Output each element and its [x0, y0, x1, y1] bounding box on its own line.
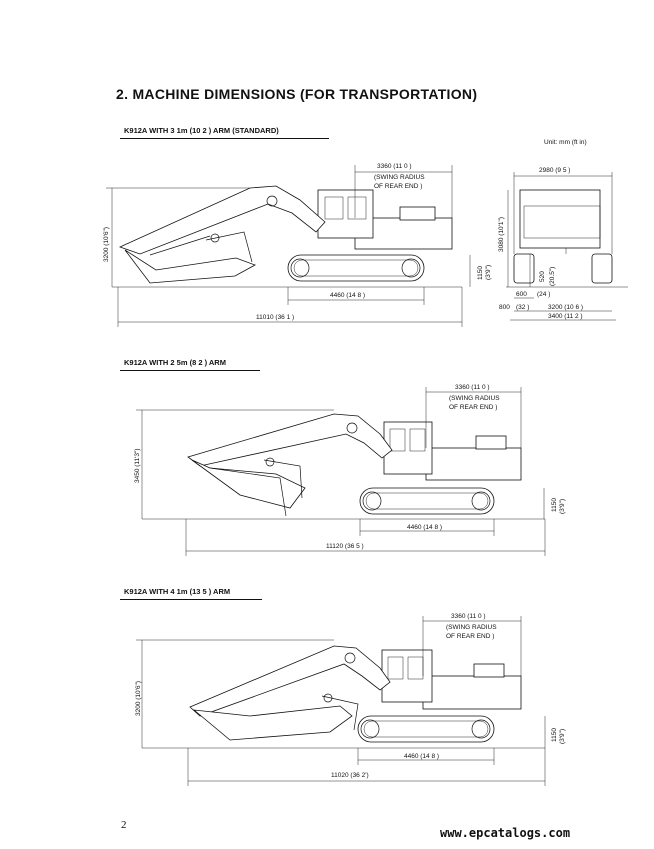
track-height-2: 1150 — [551, 498, 558, 512]
swing-radius-2: 3360 (11 0 ) — [455, 384, 490, 391]
track-height-ft-3: (3'9") — [559, 729, 566, 744]
rear-view-drawing — [506, 189, 628, 288]
rear-view-dimension-lines — [507, 172, 616, 321]
swing-radius-1: 3360 (11 0 ) — [377, 163, 412, 170]
section-3-subtitle: K912A WITH 4 1m (13 5 ) ARM — [124, 587, 231, 596]
overall-length-1: 11010 (36 1 ) — [256, 314, 294, 321]
height-3: 3200 (10'6") — [135, 681, 142, 716]
rear-shoe: 600 — [516, 291, 527, 298]
swing-label-2a: (SWING RADIUS — [449, 395, 500, 402]
track-length-3: 4460 (14 8 ) — [404, 753, 439, 760]
section-1-underline — [120, 138, 329, 139]
track-length-2: 4460 (14 8 ) — [407, 524, 442, 531]
swing-label-3a: (SWING RADIUS — [446, 624, 497, 631]
section-2-underline — [120, 370, 260, 371]
rear-clearance: 520 — [539, 271, 546, 282]
watermark-link[interactable]: www.epcatalogs.com — [440, 826, 571, 840]
overall-length-3: 11020 (36 2') — [331, 772, 369, 779]
swing-radius-3: 3360 (11 0 ) — [451, 613, 486, 620]
track-height-ft-2: (3'9") — [559, 499, 566, 514]
rear-height: 3080 (10'1") — [498, 217, 505, 252]
section-3-underline — [120, 599, 262, 600]
dimension-lines-2 — [136, 387, 546, 556]
track-length-1: 4460 (14 8 ) — [330, 292, 365, 299]
rear-gauge: 3200 (10 6 ) — [548, 304, 583, 311]
excavator-drawing-3 — [142, 645, 545, 749]
swing-label-3b: OF REAR END ) — [446, 633, 494, 640]
excavator-drawing-1 — [112, 185, 462, 288]
rear-clearance-ft: (20.5") — [549, 267, 556, 286]
dimension-lines-3 — [136, 616, 546, 786]
track-height-1: 1150 — [477, 266, 484, 280]
track-height-3: 1150 — [551, 728, 558, 742]
page-title: 2. MACHINE DIMENSIONS (FOR TRANSPORTATIO… — [116, 86, 478, 102]
rear-shoe-ft: (24 ) — [537, 291, 550, 298]
section-2-subtitle: K912A WITH 2 5m (8 2 ) ARM — [124, 358, 226, 367]
swing-label-2b: OF REAR END ) — [449, 404, 497, 411]
height-1: 3200 (10'6") — [103, 227, 110, 262]
unit-note: Unit: mm (ft in) — [544, 139, 587, 146]
swing-label-1a: (SWING RADIUS — [374, 174, 425, 181]
section-1-subtitle: K912A WITH 3 1m (10 2 ) ARM (STANDARD) — [124, 126, 279, 135]
dimension-lines-1 — [106, 165, 471, 327]
excavator-drawing-2 — [142, 413, 545, 520]
rear-overall-width: 3400 (11 2 ) — [548, 313, 583, 320]
track-height-ft-1: (3'9") — [485, 265, 492, 280]
rear-width: 2980 (9 5 ) — [539, 167, 570, 174]
page-number: 2 — [121, 819, 127, 831]
rear-shoe2: 800 — [499, 304, 510, 311]
swing-label-1b: OF REAR END ) — [374, 183, 422, 190]
height-2: 3450 (11'3") — [134, 448, 141, 483]
rear-shoe2-ft: (32 ) — [516, 304, 529, 311]
overall-length-2: 11120 (36 5 ) — [326, 543, 364, 550]
